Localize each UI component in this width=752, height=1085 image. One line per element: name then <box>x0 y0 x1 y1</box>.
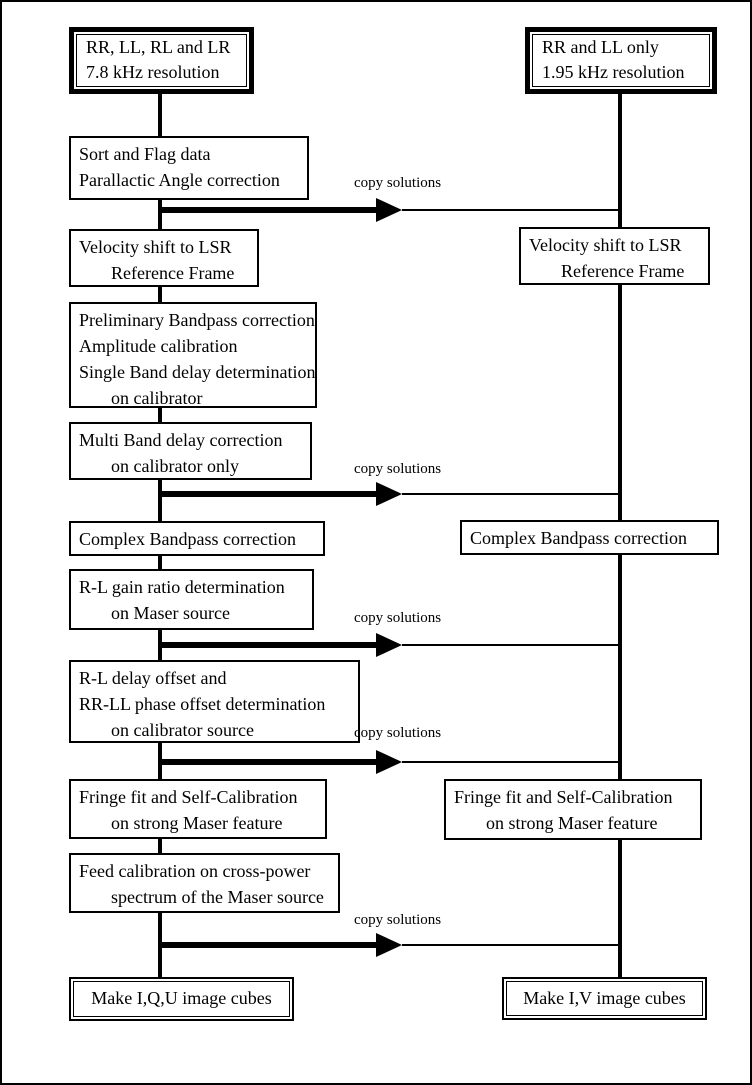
copy-solutions-label-1: copy solutions <box>354 175 442 191</box>
box-line: Single Band delay determination <box>79 362 316 382</box>
box-line: R-L delay offset and <box>79 668 227 688</box>
copy-solutions-label-3: copy solutions <box>354 610 442 626</box>
arrow-head-icon <box>376 633 402 657</box>
arrow-connector-line <box>402 644 620 646</box>
copy-solutions-arrow-1 <box>160 198 622 222</box>
box-line: on strong Maser feature <box>486 813 658 833</box>
box-line: RR and LL only <box>542 37 659 57</box>
arrow-connector-line <box>402 493 620 495</box>
box-line: on calibrator only <box>111 456 239 476</box>
box-line: Reference Frame <box>111 263 235 283</box>
arrow-shaft <box>160 207 376 213</box>
box-line: Velocity shift to LSR <box>79 237 232 257</box>
box-line: spectrum of the Maser source <box>111 887 324 907</box>
arrow-shaft <box>160 491 376 497</box>
box-make-iqu-cubes: Make I,Q,U image cubes <box>69 977 294 1021</box>
box-make-iv-cubes: Make I,V image cubes <box>502 977 707 1020</box>
arrow-shaft <box>160 759 376 765</box>
box-line: RR, LL, RL and LR <box>86 37 231 57</box>
box-line: on Maser source <box>111 603 230 623</box>
arrow-head-icon <box>376 198 402 222</box>
box-line: Preliminary Bandpass correction <box>79 310 315 330</box>
box-line: Make I,V image cubes <box>506 981 703 1016</box>
arrow-connector-line <box>402 209 620 211</box>
box-rl-delay-offset: R-L delay offset and RR-LL phase offset … <box>69 660 360 743</box>
box-line: Feed calibration on cross-power <box>79 861 311 881</box>
box-line: on calibrator source <box>111 720 254 740</box>
box-feed-calibration: Feed calibration on cross-power spectrum… <box>69 853 340 913</box>
box-line: 1.95 kHz resolution <box>542 62 685 82</box>
box-sort-flag: Sort and Flag data Parallactic Angle cor… <box>69 136 309 200</box>
box-line: on calibrator <box>111 388 203 408</box>
box-line: Amplitude calibration <box>79 336 238 356</box>
input-box-full-polarization: RR, LL, RL and LR 7.8 kHz resolution <box>69 27 254 94</box>
arrow-connector-line <box>402 761 620 763</box>
copy-solutions-label-2: copy solutions <box>354 461 442 477</box>
box-line: Multi Band delay correction <box>79 430 283 450</box>
box-line: Make I,Q,U image cubes <box>73 981 290 1017</box>
copy-solutions-arrow-5 <box>160 933 622 957</box>
arrow-connector-line <box>402 944 620 946</box>
arrow-head-icon <box>376 933 402 957</box>
box-rl-gain-ratio: R-L gain ratio determination on Maser so… <box>69 569 314 630</box>
box-line: R-L gain ratio determination <box>79 577 285 597</box>
box-line: Fringe fit and Self-Calibration <box>454 787 673 807</box>
box-preliminary-bandpass: Preliminary Bandpass correction Amplitud… <box>69 302 317 408</box>
arrow-shaft <box>160 942 376 948</box>
box-line: Complex Bandpass correction <box>79 529 296 549</box>
copy-solutions-arrow-4 <box>160 750 622 774</box>
box-fringe-fit-left: Fringe fit and Self-Calibration on stron… <box>69 779 327 839</box>
copy-solutions-label-4: copy solutions <box>354 725 442 741</box>
box-line: Velocity shift to LSR <box>529 235 682 255</box>
copy-solutions-arrow-2 <box>160 482 622 506</box>
arrow-head-icon <box>376 482 402 506</box>
arrow-head-icon <box>376 750 402 774</box>
box-line: 7.8 kHz resolution <box>86 62 220 82</box>
copy-solutions-arrow-3 <box>160 633 622 657</box>
copy-solutions-label-5: copy solutions <box>354 912 442 928</box>
box-velocity-shift-right: Velocity shift to LSR Reference Frame <box>519 227 710 285</box>
input-box-rr-ll-only: RR and LL only 1.95 kHz resolution <box>525 27 717 94</box>
box-complex-bandpass-right: Complex Bandpass correction <box>460 520 719 555</box>
box-fringe-fit-right: Fringe fit and Self-Calibration on stron… <box>444 779 702 840</box>
box-line: Sort and Flag data <box>79 144 211 164</box>
box-line: Complex Bandpass correction <box>470 528 687 548</box>
box-line: Reference Frame <box>561 261 685 281</box>
box-velocity-shift-left: Velocity shift to LSR Reference Frame <box>69 229 259 287</box>
box-line: Parallactic Angle correction <box>79 170 280 190</box>
arrow-shaft <box>160 642 376 648</box>
box-multiband-delay: Multi Band delay correction on calibrato… <box>69 422 312 480</box>
box-complex-bandpass-left: Complex Bandpass correction <box>69 521 325 556</box>
box-line: RR-LL phase offset determination <box>79 694 326 714</box>
box-line: Fringe fit and Self-Calibration <box>79 787 298 807</box>
box-line: on strong Maser feature <box>111 813 283 833</box>
